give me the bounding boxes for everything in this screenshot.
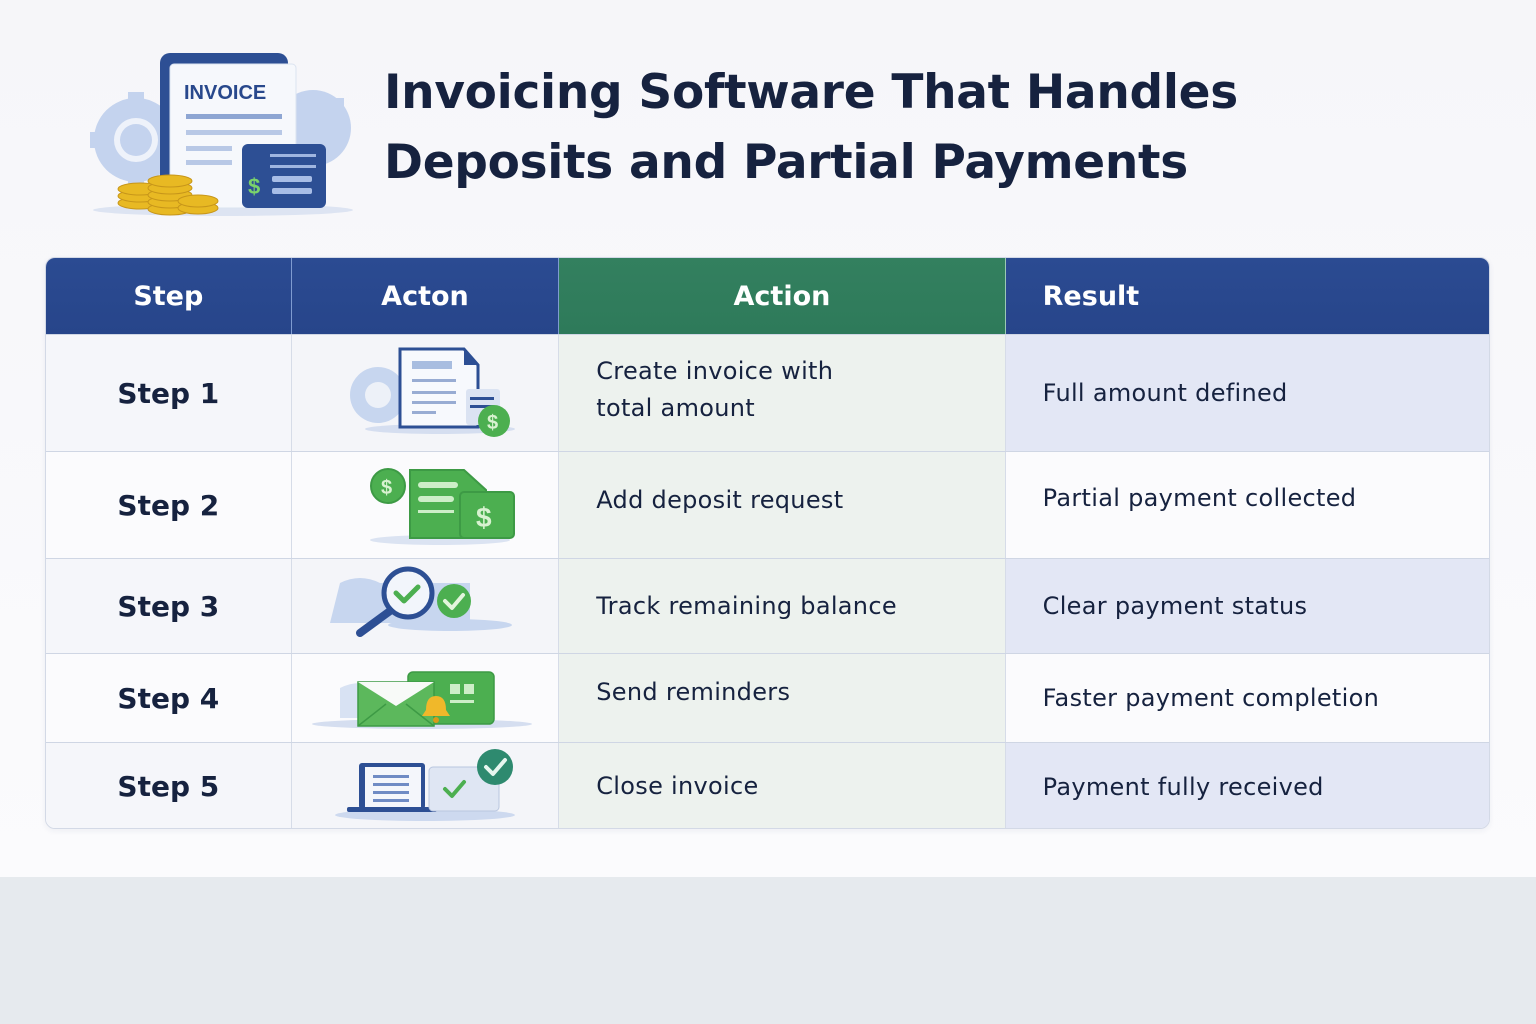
table-row: Step 3 Track remaining balance Clear pay… <box>46 558 1489 653</box>
steps-table: Step Acton Action Result Step 1 <box>45 257 1490 829</box>
column-header-action: Action <box>559 258 1006 334</box>
table-header: Step Acton Action Result <box>46 258 1489 334</box>
action-text: Track remaining balance <box>596 591 897 620</box>
column-header-acton: Acton <box>291 258 560 334</box>
action-cell: Add deposit request <box>559 452 1006 558</box>
svg-text:$: $ <box>381 477 392 499</box>
action-cell: Track remaining balance <box>559 559 1006 653</box>
action-text-line-2: total amount <box>596 394 755 422</box>
svg-text:$: $ <box>476 502 492 533</box>
column-header-result: Result <box>1005 258 1489 334</box>
page-title-line-2: Deposits and Partial Payments <box>384 135 1188 190</box>
page-footer-band <box>0 877 1536 1024</box>
invoice-document-gear-dollar-icon: $ <box>330 343 520 443</box>
step-label: Step 4 <box>46 654 292 742</box>
laptop-check-complete-icon <box>325 747 525 827</box>
step-label: Step 1 <box>46 335 292 451</box>
deposit-request-dollar-icon: $ $ <box>330 460 520 550</box>
svg-text:$: $ <box>248 174 260 199</box>
action-text: Send reminders <box>596 678 791 706</box>
action-cell: Create invoice with total amount <box>559 335 1006 451</box>
result-cell: Full amount defined <box>1005 335 1489 451</box>
table-row: Step 1 $ <box>46 334 1489 451</box>
result-cell: Payment fully received <box>1005 743 1489 828</box>
action-text-line-1: Create invoice with <box>596 357 834 385</box>
step-icon-cell: $ <box>291 335 560 451</box>
svg-text:$: $ <box>487 412 498 434</box>
table-row: Step 5 Close in <box>46 742 1489 828</box>
action-cell: Send reminders <box>559 654 1006 742</box>
step-label: Step 3 <box>46 559 292 653</box>
table-row: Step 4 Send reminders <box>46 653 1489 742</box>
action-text: Close invoice <box>596 772 759 800</box>
invoice-document-with-coins-icon: INVOICE $ <box>88 48 358 218</box>
step-label: Step 5 <box>46 743 292 828</box>
result-cell: Faster payment completion <box>1005 654 1489 742</box>
step-icon-cell <box>291 559 560 653</box>
step-icon-cell <box>291 743 560 828</box>
envelope-bell-reminder-icon <box>310 658 540 738</box>
page-title-line-1: Invoicing Software That Handles <box>384 65 1238 120</box>
svg-text:INVOICE: INVOICE <box>184 82 266 104</box>
step-icon-cell <box>291 654 560 742</box>
column-header-step: Step <box>46 258 292 334</box>
result-cell: Partial payment collected <box>1005 452 1489 558</box>
action-cell: Close invoice <box>559 743 1006 828</box>
result-cell: Clear payment status <box>1005 559 1489 653</box>
magnifier-check-icon <box>329 563 520 649</box>
action-text: Add deposit request <box>596 486 844 514</box>
table-row: Step 2 $ $ Add deposit request Partial p… <box>46 451 1489 558</box>
step-label: Step 2 <box>46 452 292 558</box>
page-title: Invoicing Software That Handles Deposits… <box>384 58 1238 198</box>
step-icon-cell: $ $ <box>291 452 560 558</box>
